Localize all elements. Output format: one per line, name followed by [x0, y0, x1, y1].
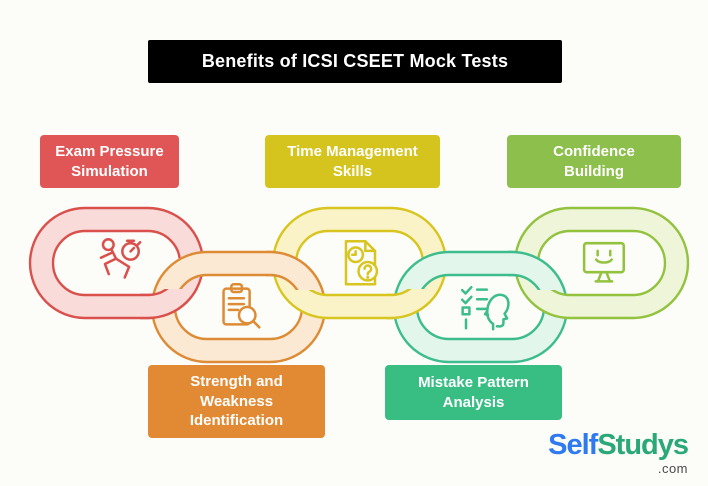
selfstudys-logo: SelfStudys .com — [548, 429, 689, 476]
runner-stopwatch-icon — [88, 234, 146, 292]
logo-wordmark: SelfStudys — [548, 429, 689, 461]
label-confidence-building: Confidence Building — [507, 135, 681, 188]
chain-link-exam-pressure-simulation — [140, 289, 198, 320]
label-strength-weakness-identification: Strength and Weakness Identification — [148, 365, 325, 438]
chain-link-mistake-pattern-analysis — [508, 250, 566, 290]
label-exam-pressure-simulation: Exam Pressure Simulation — [40, 135, 179, 188]
logo-studys: Studys — [597, 429, 689, 461]
page-title: Benefits of ICSI CSEET Mock Tests — [201, 51, 509, 71]
label-text: Mistake Pattern Analysis — [418, 373, 529, 411]
chain-link-confidence-building — [513, 206, 690, 320]
label-time-management-skills: Time Management Skills — [265, 135, 440, 188]
logo-self: Self — [548, 429, 598, 461]
label-mistake-pattern-analysis: Mistake Pattern Analysis — [385, 365, 562, 420]
clipboard-search-icon — [210, 278, 268, 336]
title-banner: Benefits of ICSI CSEET Mock Tests — [148, 40, 562, 83]
label-text: Confidence Building — [553, 142, 635, 180]
monitor-smile-icon — [573, 234, 631, 292]
checklist-head-icon — [452, 278, 510, 336]
label-text: Strength and Weakness Identification — [189, 372, 284, 430]
label-text: Time Management Skills — [287, 142, 418, 180]
document-clock-question-icon — [331, 234, 389, 292]
chain-link-time-management-skills — [386, 289, 441, 320]
label-text: Exam Pressure Simulation — [55, 142, 164, 180]
logo-com: .com — [657, 461, 688, 476]
chain-link-strength-weakness-identification — [266, 250, 324, 290]
